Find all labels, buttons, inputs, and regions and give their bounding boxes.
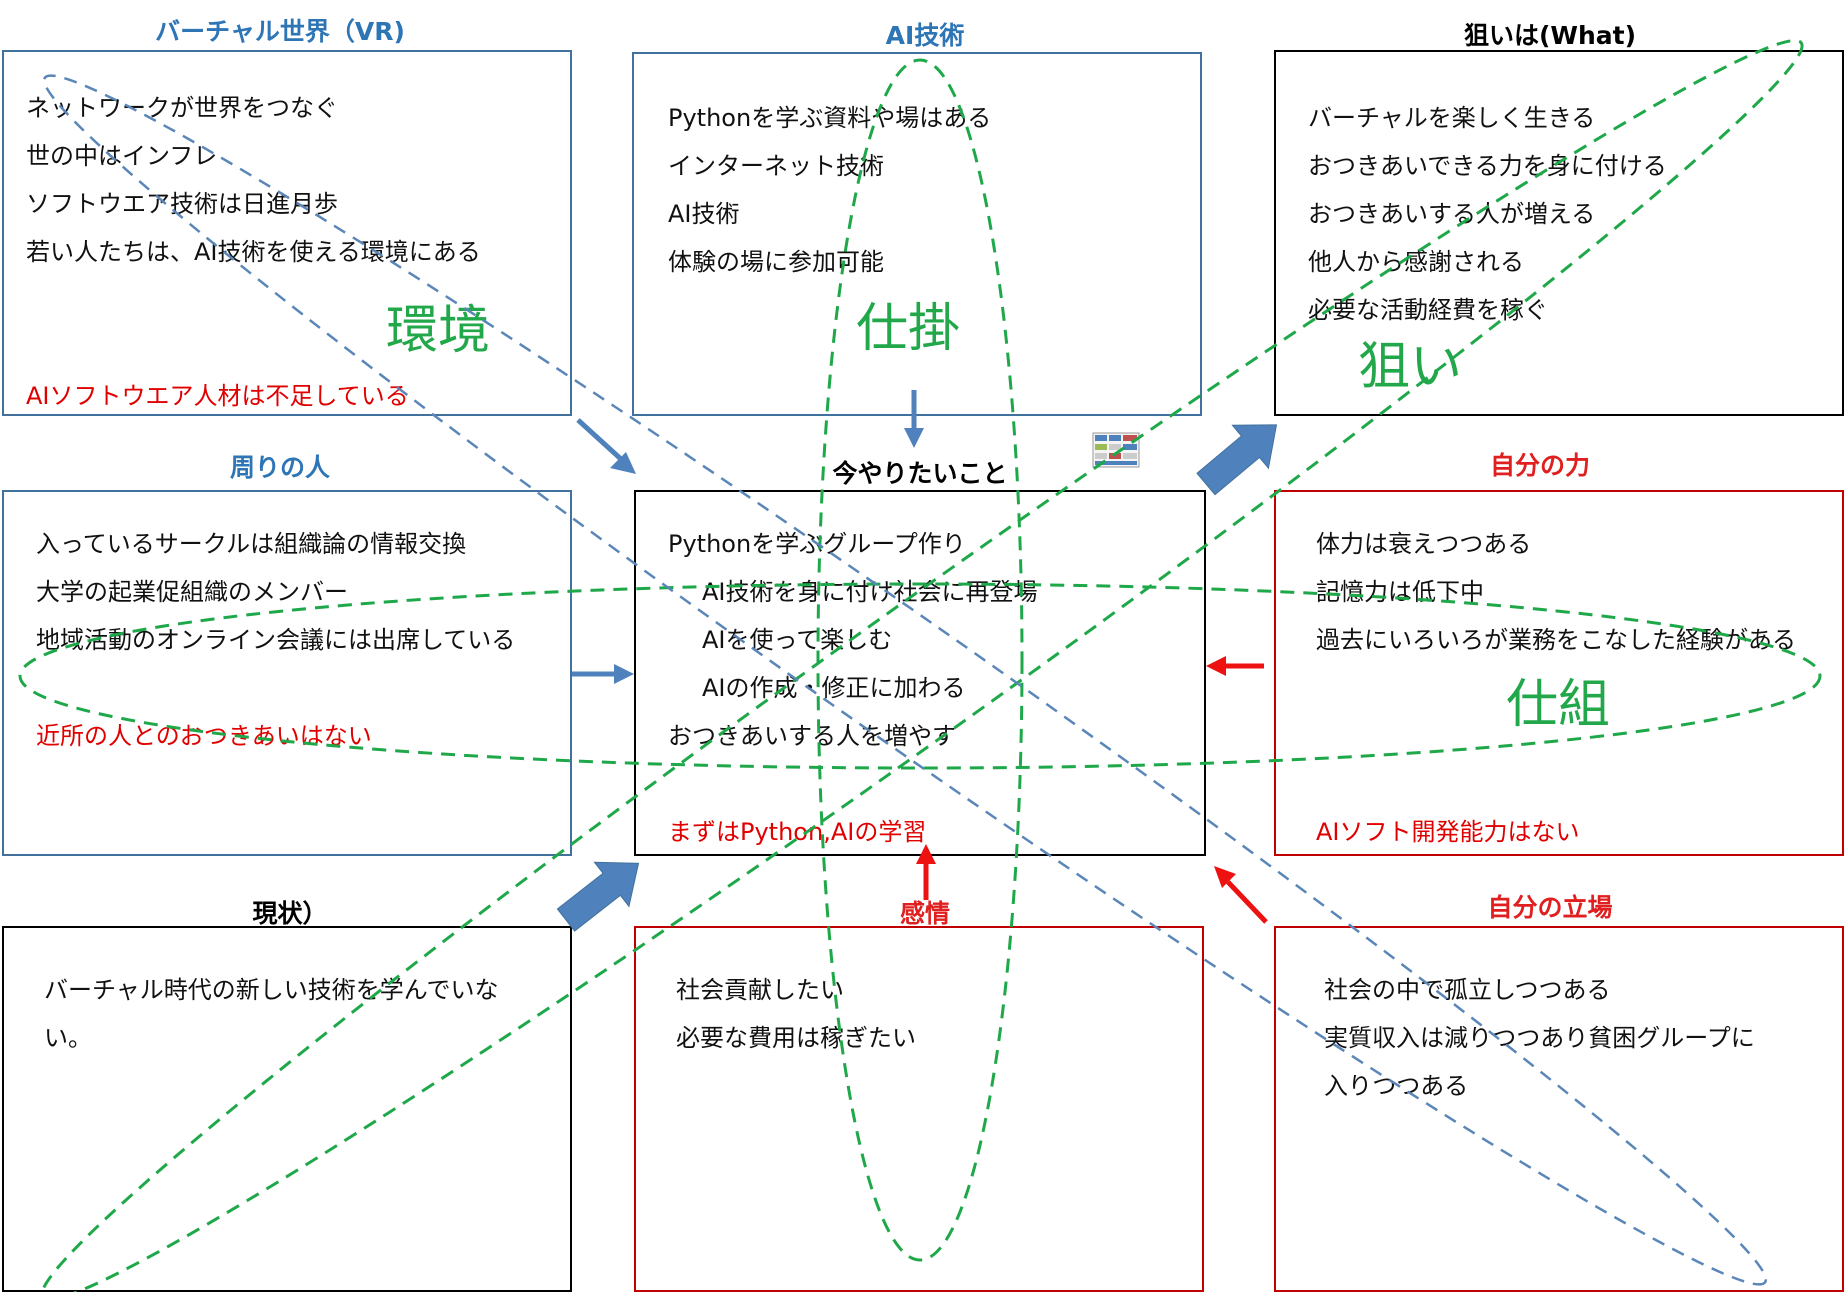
emotion-line: 必要な費用は稼ぎたい (676, 1024, 916, 1052)
aim-label: 狙い (1358, 337, 1463, 397)
position-line: 入りつつある (1324, 1072, 1469, 1100)
aim-line: おつきあいできる力を身に付ける (1308, 152, 1667, 180)
people-box (2, 490, 572, 856)
status-line: い。 (44, 1024, 92, 1052)
people-line: 地域活動のオンライン会議には出席している (36, 626, 516, 654)
position-title: 自分の立場 (1487, 893, 1613, 922)
center-box (634, 490, 1206, 856)
power-line: 記憶力は低下中 (1316, 578, 1484, 606)
center-line: AIを使って楽しむ (702, 626, 893, 654)
aim-line: 必要な活動経費を稼ぐ (1308, 296, 1548, 324)
ai-tech-box (632, 52, 1202, 416)
aim-box (1274, 50, 1844, 416)
ai-tech-line: 体験の場に参加可能 (668, 248, 884, 276)
aim-line: バーチャルを楽しく生きる (1308, 104, 1596, 132)
environment-label: 環境 (386, 301, 491, 361)
power-line: 過去にいろいろが業務をこなした経験がある (1316, 626, 1796, 654)
ai-tech-line: Pythonを学ぶ資料や場はある (668, 104, 992, 132)
power-line: 体力は衰えつつある (1316, 530, 1532, 558)
vr-note: AIソフトウエア人材は不足している (26, 382, 409, 410)
vr-line: 世の中はインフレ (26, 142, 218, 170)
center-line: おつきあいする人を増やす (668, 722, 956, 750)
arrow-position-to-center (1214, 866, 1268, 924)
power-box (1274, 490, 1844, 856)
emotion-title: 感情 (899, 899, 950, 928)
people-line: 入っているサークルは組織論の情報交換 (36, 530, 467, 558)
ellipse-vertical-center (816, 58, 1024, 1262)
arrow-vr-to-center (576, 418, 636, 474)
power-note: AIソフト開発能力はない (1316, 818, 1580, 846)
status-title: 現状） (252, 899, 328, 928)
vr-line: ネットワークが世界をつなぐ (26, 94, 338, 122)
people-line: 大学の起業促組織のメンバー (36, 578, 348, 606)
ellipse-horizontal-middle (18, 582, 1822, 770)
position-line: 社会の中で孤立しつつある (1324, 976, 1611, 1004)
aim-line: おつきあいする人が増える (1308, 200, 1596, 228)
vr-line: ソフトウエア技術は日進月歩 (26, 190, 338, 218)
arrow-center-to-aim (1196, 424, 1278, 496)
center-line: AIの作成・修正に加わる (702, 674, 966, 702)
ellipse-diagonal-blue (42, 74, 1768, 1286)
people-title: 周りの人 (229, 453, 330, 482)
ai-tech-title: AI技術 (885, 21, 965, 50)
mechanism-label: 仕掛 (856, 299, 961, 359)
vr-line: 若い人たちは、AI技術を使える環境にある (26, 238, 481, 266)
arrow-status-to-center (556, 861, 640, 932)
vr-box (2, 50, 572, 416)
arrow-people-to-center (572, 664, 634, 684)
status-line: バーチャル時代の新しい技術を学んでいな (44, 976, 499, 1004)
arrow-power-to-center (1206, 656, 1264, 676)
aim-line: 他人から感謝される (1308, 248, 1524, 276)
emotion-line: 社会貢献したい (676, 976, 844, 1004)
table-image-icon (1092, 432, 1140, 468)
center-title: 今やりたいこと (832, 459, 1008, 488)
ai-tech-line: インターネット技術 (668, 152, 884, 180)
position-line: 実質収入は減りつつあり貧困グループに (1324, 1024, 1755, 1052)
vr-title: バーチャル世界（VR) (155, 17, 405, 46)
emotion-box (634, 926, 1204, 1292)
position-box (1274, 926, 1844, 1292)
ai-tech-line: AI技術 (668, 200, 740, 228)
structure-label: 仕組 (1506, 675, 1611, 735)
power-title: 自分の力 (1489, 451, 1590, 480)
aim-title: 狙いは(What) (1463, 21, 1637, 50)
arrow-ai-to-center (904, 390, 924, 448)
ellipse-diagonal-green (40, 39, 1804, 1292)
arrow-emotion-to-center (916, 844, 936, 900)
status-box (2, 926, 572, 1292)
center-note: まずはPython,AIの学習 (668, 818, 927, 846)
